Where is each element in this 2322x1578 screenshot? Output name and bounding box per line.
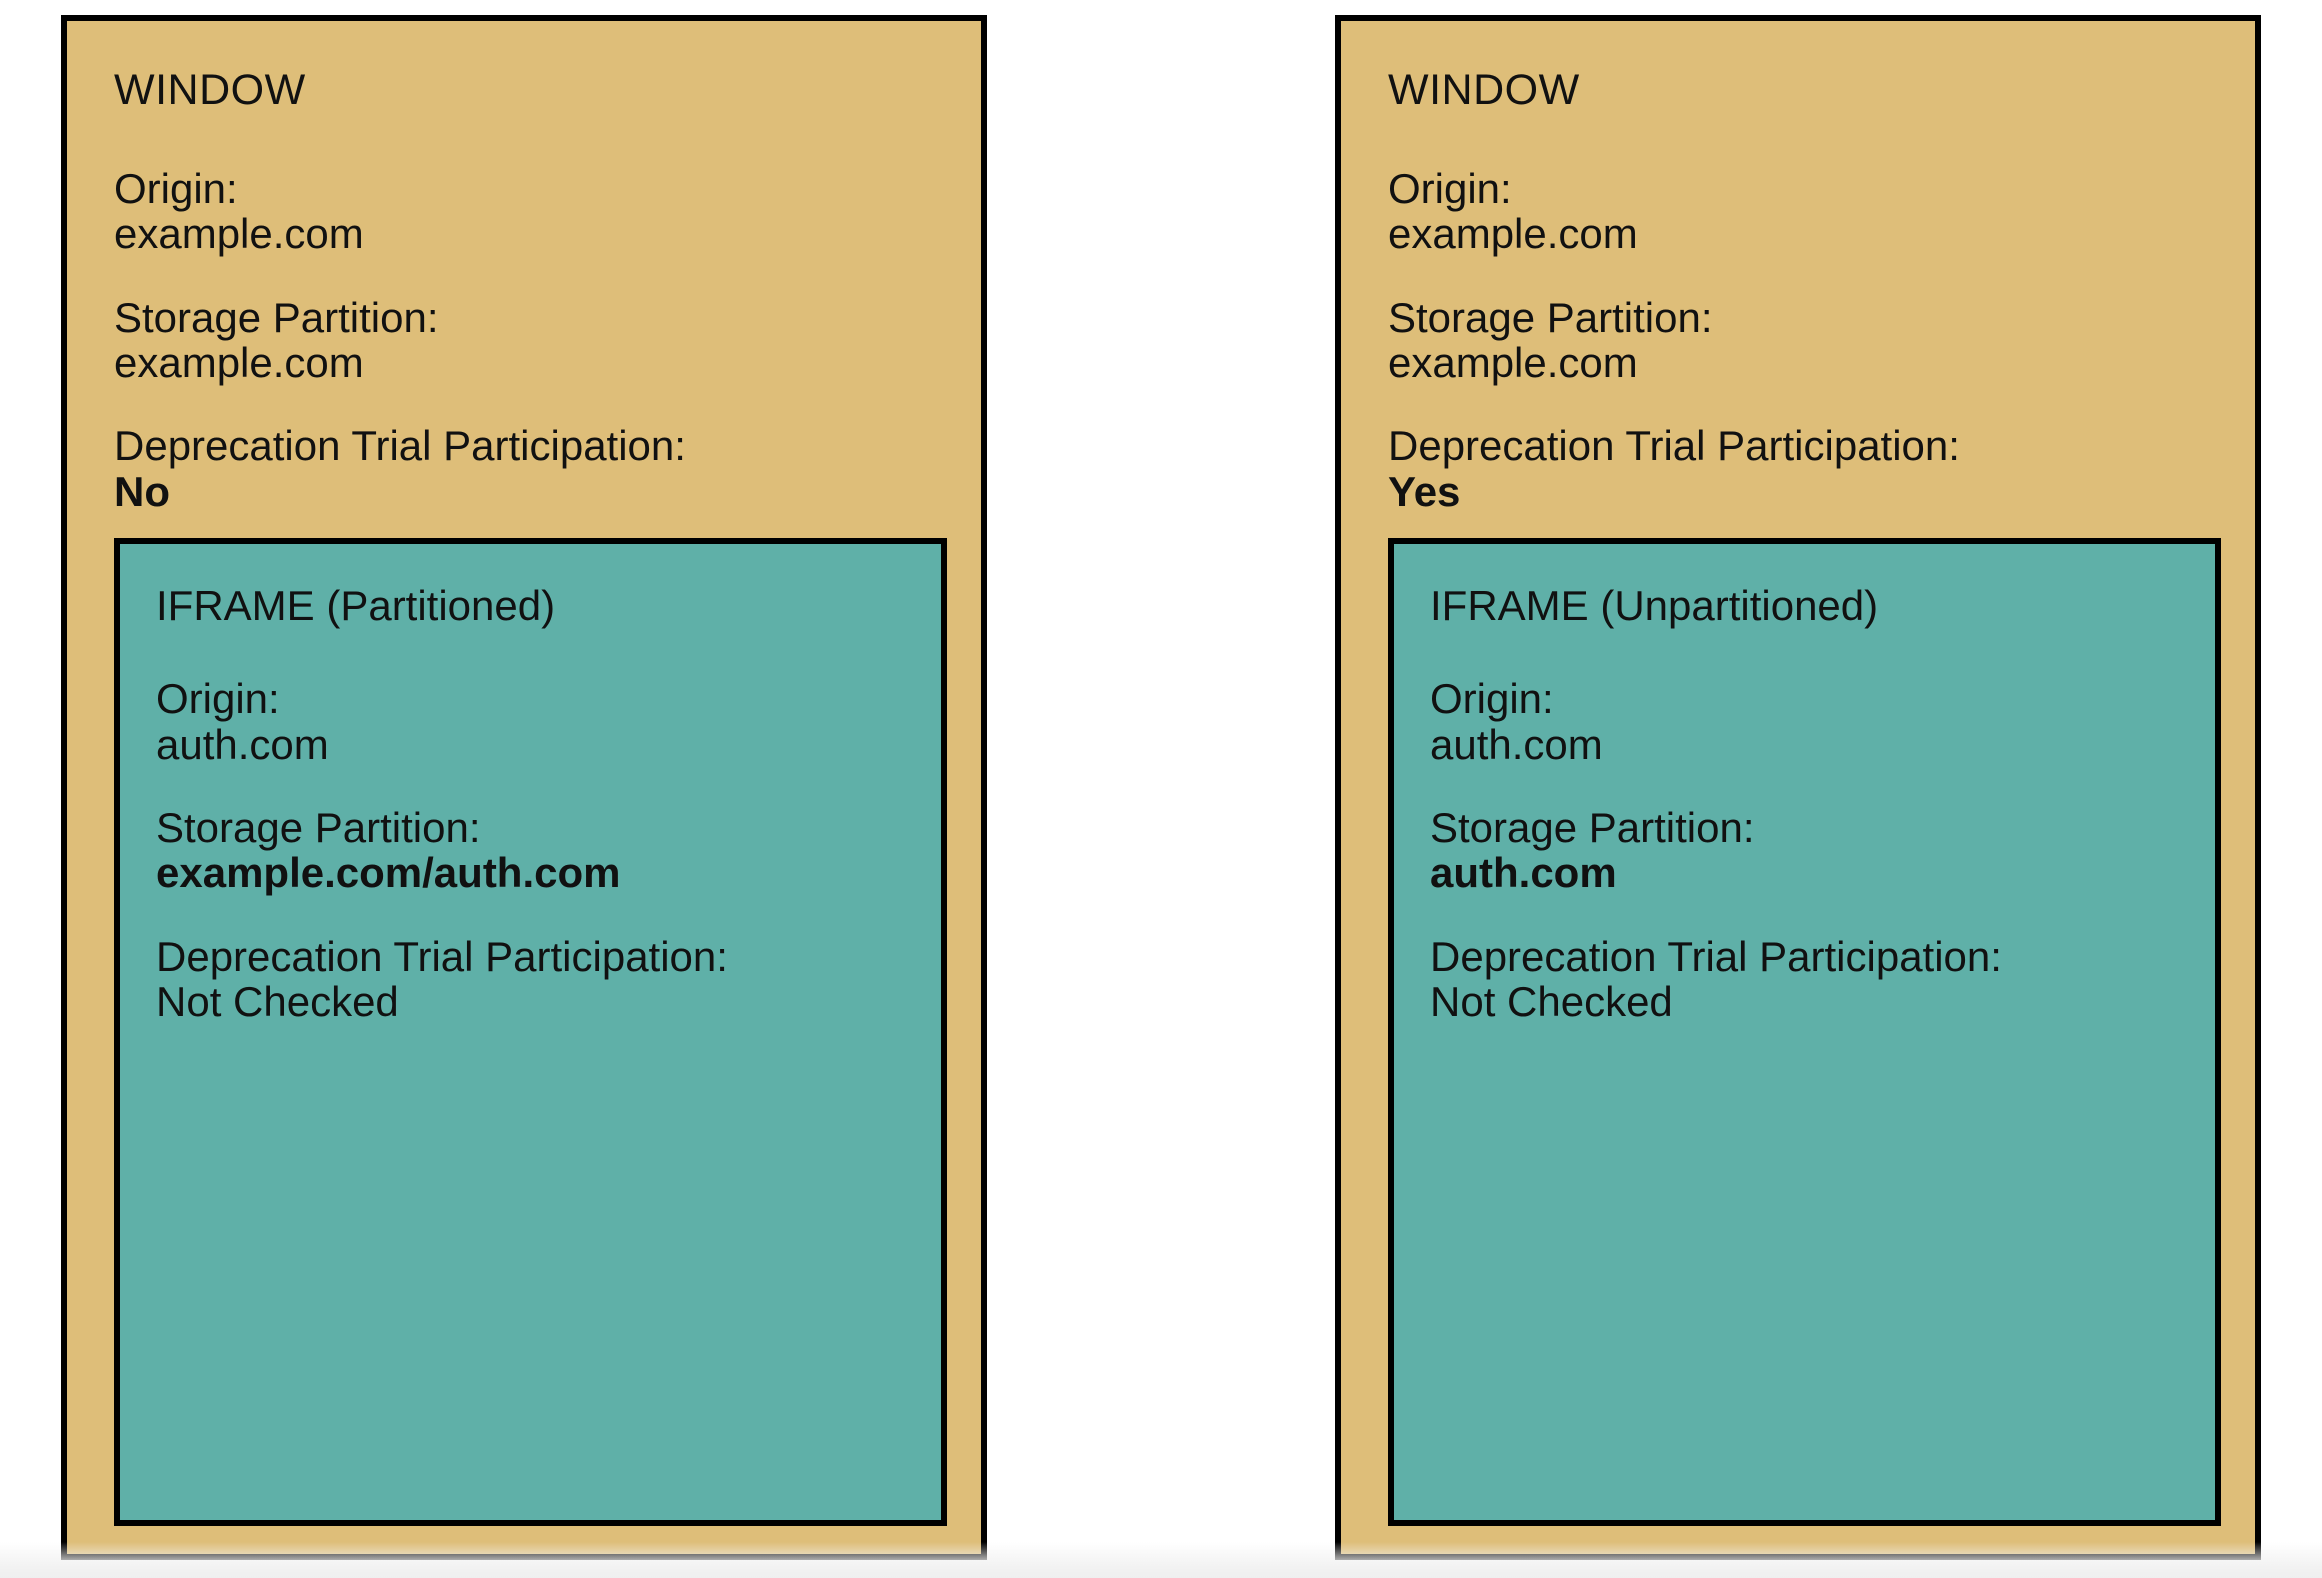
- field-label: Deprecation Trial Participation:: [1388, 422, 1960, 470]
- field-label: Origin:: [114, 165, 238, 212]
- window-fields: Origin: example.com Storage Partition: e…: [67, 166, 981, 515]
- field-origin: Origin: example.com: [67, 166, 981, 257]
- comparison-panels: WINDOW Origin: example.com Storage Parti…: [61, 15, 2261, 1560]
- window-fields: Origin: example.com Storage Partition: e…: [1341, 166, 2255, 515]
- field-value: example.com/auth.com: [156, 849, 621, 897]
- iframe-box-partitioned: IFRAME (Partitioned) Origin: auth.com St…: [114, 538, 947, 1526]
- field-value: Not Checked: [156, 978, 399, 1026]
- field-label: Origin:: [1430, 675, 1554, 723]
- field-origin: Origin: auth.com: [1394, 676, 2215, 767]
- iframe-title: IFRAME (Partitioned): [156, 582, 556, 630]
- iframe-spacer: [1394, 1062, 2215, 1480]
- field-origin: Origin: auth.com: [120, 676, 941, 767]
- field-deprecation-trial: Deprecation Trial Participation: Not Che…: [120, 932, 941, 1026]
- window-box-unpartitioned: WINDOW Origin: example.com Storage Parti…: [1335, 15, 2261, 1560]
- field-deprecation-trial: Deprecation Trial Participation: Not Che…: [1394, 932, 2215, 1026]
- field-label: Storage Partition:: [1430, 803, 1755, 851]
- field-storage-partition: Storage Partition: auth.com: [1394, 805, 2215, 896]
- field-value: auth.com: [1430, 849, 1617, 897]
- field-label: Deprecation Trial Participation:: [1430, 932, 2002, 980]
- field-label: Deprecation Trial Participation:: [114, 422, 686, 470]
- field-value: Yes: [1388, 467, 1461, 515]
- window-title: WINDOW: [114, 66, 306, 114]
- field-value: Not Checked: [1430, 978, 1673, 1026]
- field-value: example.com: [1388, 210, 1638, 258]
- window-box-partitioned: WINDOW Origin: example.com Storage Parti…: [61, 15, 987, 1560]
- field-value: example.com: [1388, 339, 1638, 387]
- field-label: Storage Partition:: [1388, 293, 1713, 341]
- field-value: auth.com: [1430, 720, 1603, 768]
- field-label: Storage Partition:: [156, 803, 481, 851]
- iframe-box-unpartitioned: IFRAME (Unpartitioned) Origin: auth.com …: [1388, 538, 2221, 1526]
- field-value: example.com: [114, 210, 364, 258]
- iframe-spacer: [120, 1062, 941, 1480]
- field-value: auth.com: [156, 720, 329, 768]
- field-deprecation-trial: Deprecation Trial Participation: No: [67, 423, 981, 514]
- iframe-title: IFRAME (Unpartitioned): [1430, 582, 1879, 630]
- field-origin: Origin: example.com: [1341, 166, 2255, 257]
- field-value: No: [114, 467, 170, 515]
- field-value: example.com: [114, 339, 364, 387]
- field-label: Deprecation Trial Participation:: [156, 932, 728, 980]
- window-title: WINDOW: [1388, 66, 1580, 114]
- field-label: Origin:: [156, 675, 280, 723]
- field-storage-partition: Storage Partition: example.com/auth.com: [120, 805, 941, 896]
- field-label: Origin:: [1388, 165, 1512, 212]
- field-storage-partition: Storage Partition: example.com: [67, 293, 981, 387]
- field-label: Storage Partition:: [114, 293, 439, 341]
- field-storage-partition: Storage Partition: example.com: [1341, 293, 2255, 387]
- field-deprecation-trial: Deprecation Trial Participation: Yes: [1341, 423, 2255, 514]
